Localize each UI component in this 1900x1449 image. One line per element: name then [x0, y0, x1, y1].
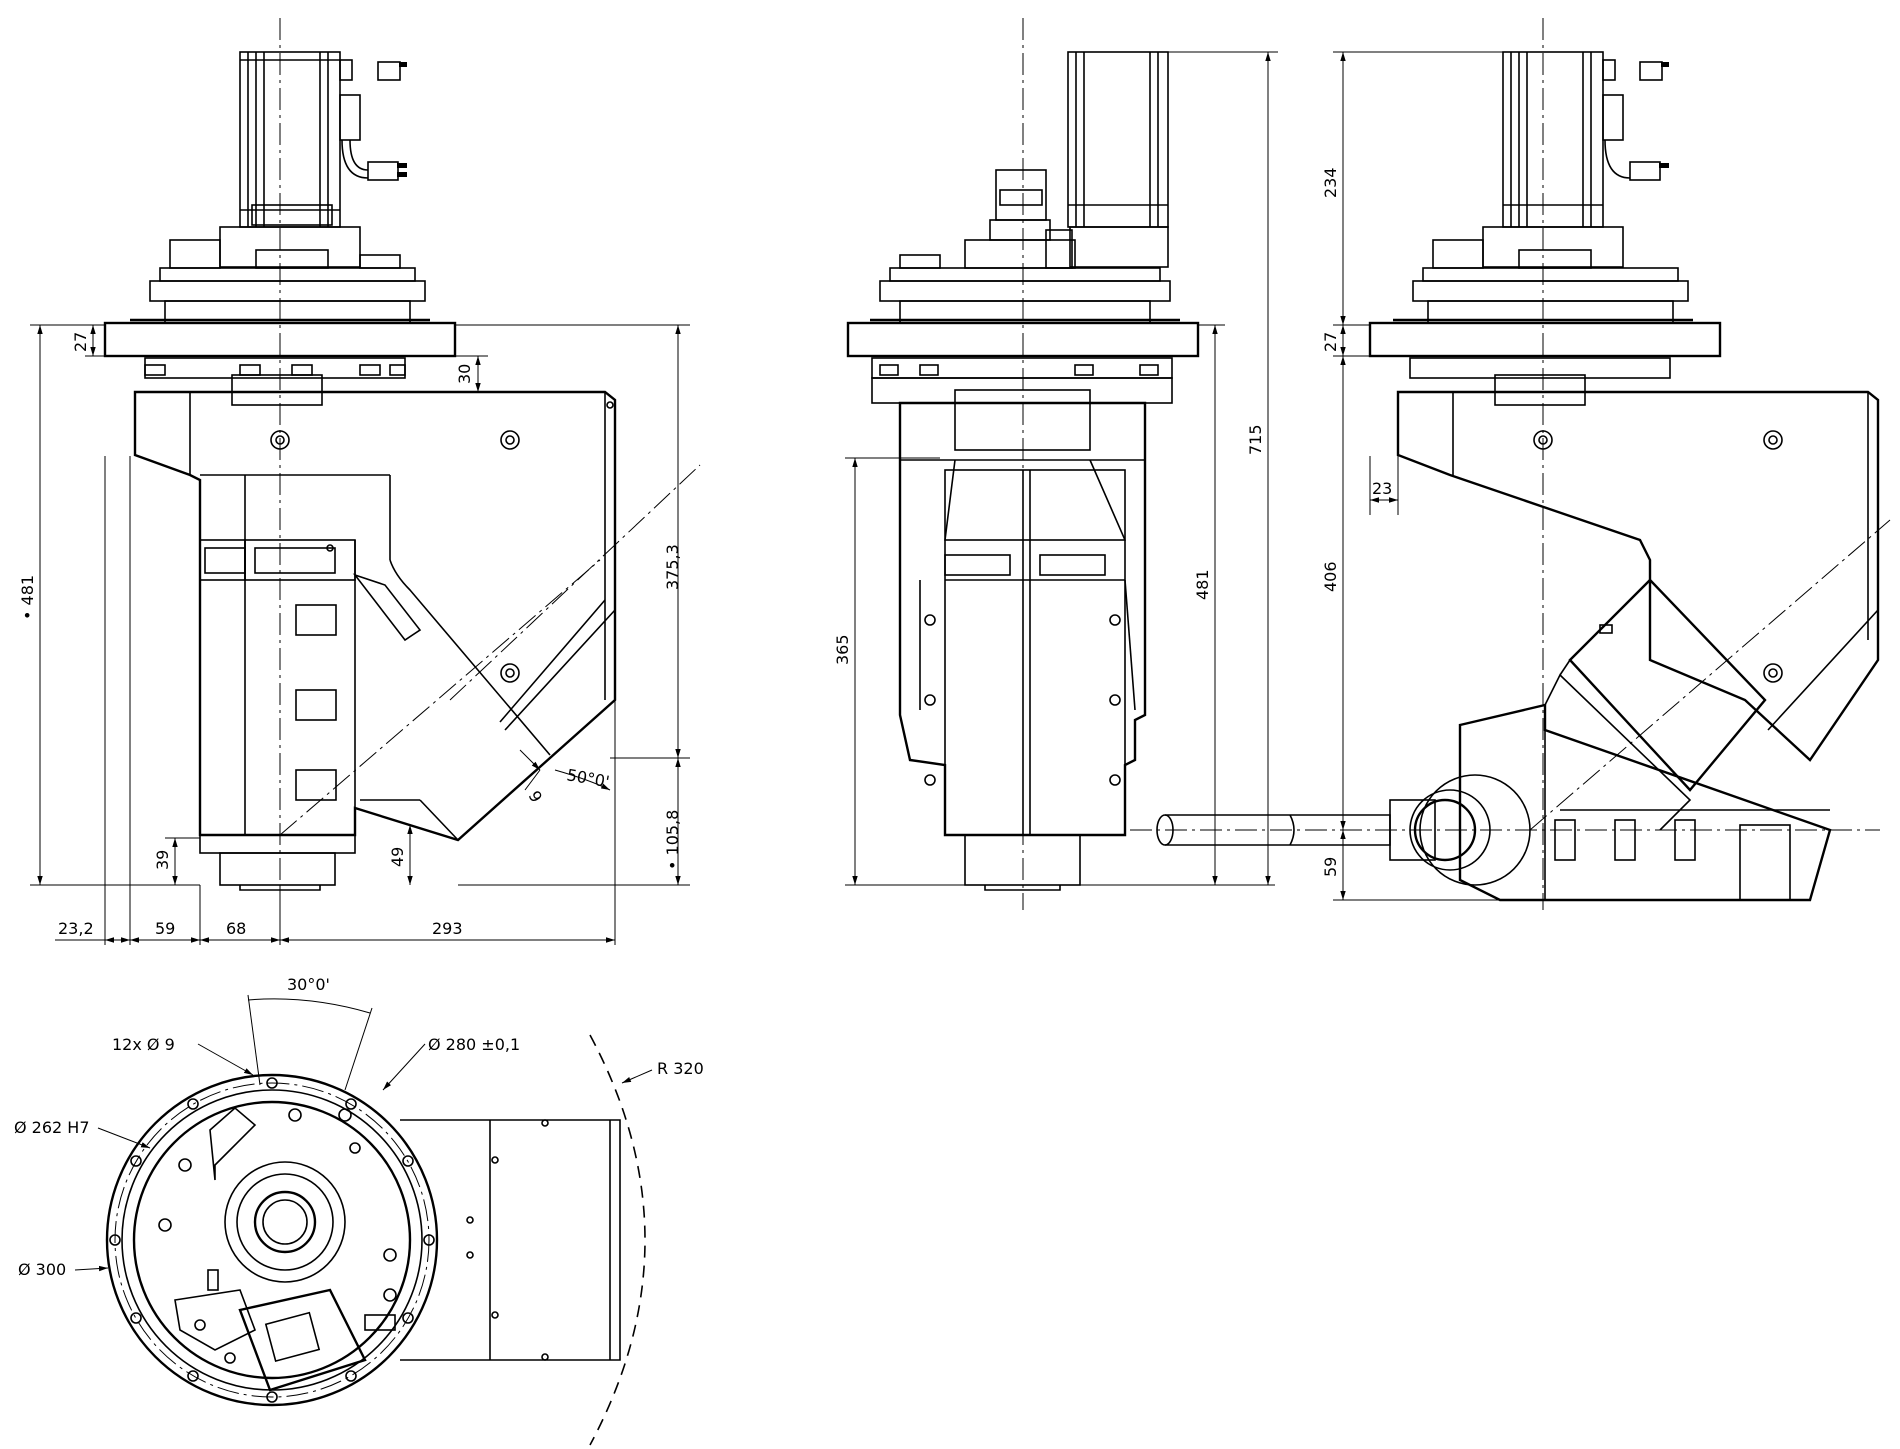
dim-300: Ø 300 [18, 1260, 66, 1279]
dim-234: 234 [1321, 167, 1340, 198]
dim-12x-holes: 12x Ø 9 [112, 1035, 175, 1054]
top-view [105, 994, 646, 1446]
bolt-row [144, 364, 406, 376]
dim-angle-50: 50°0' [565, 765, 611, 791]
dim-293: 293 [432, 919, 463, 938]
dim-262-h7: Ø 262 H7 [14, 1118, 90, 1137]
top-view-dimensions: 30°0' 12x Ø 9 Ø 280 ±0,1 R 320 Ø 262 H7 … [14, 975, 704, 1279]
dim-406: 406 [1321, 561, 1340, 592]
right-view-dimensions: 234 27 406 59 23 [1321, 51, 1503, 901]
front-view [103, 18, 701, 935]
dim-365: 365 [833, 634, 852, 665]
dim-9: 9 [525, 788, 547, 806]
dim-59-bottom: 59 [155, 919, 175, 938]
dim-39: 39 [153, 850, 172, 870]
dim-481-side: 481 [1193, 569, 1212, 600]
dim-bolt-circle: Ø 280 ±0,1 [428, 1035, 520, 1054]
dim-27-right: 27 [1321, 332, 1340, 352]
right-view [1130, 18, 1891, 910]
dim-715: 715 [1246, 424, 1265, 455]
dim-105-8: • 105,8 [663, 810, 682, 870]
dim-23: 23 [1372, 479, 1392, 498]
dim-375-3: 375,3 [663, 544, 682, 590]
side-view-dimensions: 365 481 715 [833, 51, 1278, 886]
dim-23-2: 23,2 [58, 919, 94, 938]
dim-27-front: 27 [71, 332, 90, 352]
motor-front [239, 51, 407, 228]
dim-30-angle: 30°0' [287, 975, 330, 994]
dim-68: 68 [226, 919, 246, 938]
front-view-dimensions: • 481 27 30 375,3 • 105,8 50°0' 9 39 49 … [18, 324, 690, 945]
side-view [846, 18, 1200, 910]
dim-59-right: 59 [1321, 857, 1340, 877]
dim-r320: R 320 [657, 1059, 704, 1078]
dim-30: 30 [455, 364, 474, 384]
bolt-holes [109, 1077, 435, 1403]
dim-49: 49 [388, 847, 407, 867]
dim-481-front: • 481 [18, 575, 37, 620]
